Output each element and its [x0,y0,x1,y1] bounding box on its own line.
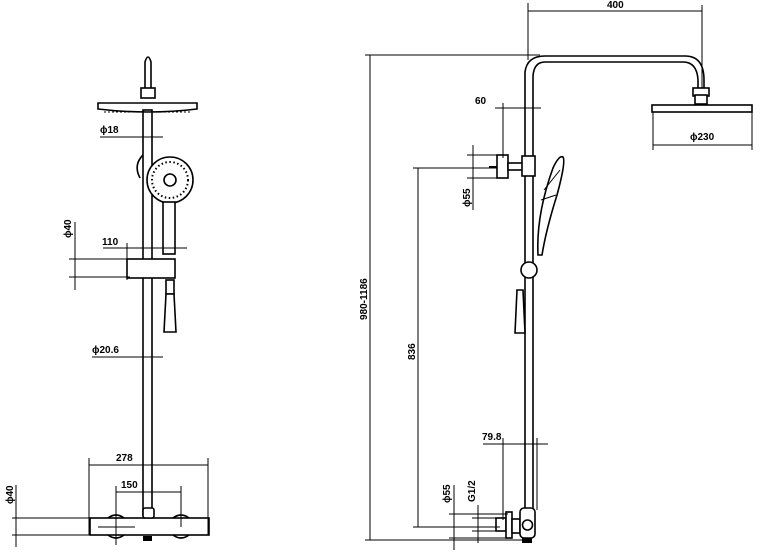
outlet-nut [143,536,152,541]
dim-valve-diameter: ϕ40 [5,485,16,504]
slider-knob [520,261,538,279]
wall-bracket-arm [507,162,524,171]
dim-bracket-diameter: ϕ40 [63,219,74,238]
overhead-arm-inner [532,61,699,520]
outlet-nut [522,538,532,543]
dim-valve-projection: 79.8 [482,432,502,443]
hand-shower-handle [162,201,176,255]
side-view: 400 ϕ230 60 ϕ55 980-1186 836 79.8 ϕ55 G1… [359,0,753,550]
dim-head-diameter: ϕ230 [690,132,715,143]
dim-inlet-thread: G1/2 [467,480,478,502]
dim-escutcheon-diameter: ϕ55 [442,484,453,503]
wall-bracket-plate [496,154,509,179]
hand-shower-face [146,156,194,204]
front-view: ϕ18 ϕ40 110 ϕ20.6 278 150 ϕ40 [5,56,210,547]
slider-bracket [126,258,176,279]
dim-rail-diameter: ϕ20.6 [92,345,119,356]
head-collar [140,87,156,99]
dim-total-height: 980-1186 [359,278,370,320]
hose-cone [163,293,177,333]
hose-cone [514,289,526,334]
top-arm [144,56,152,90]
hand-shower [536,155,565,256]
dim-wall-bracket-diameter: ϕ55 [462,188,473,207]
rail-clamp [521,155,536,177]
overhead-arm-outer [524,55,705,520]
dim-inlet-centers: 150 [121,480,138,491]
holder-clip [136,154,144,179]
valve-knob [521,519,534,531]
hose-connector [165,279,175,295]
inlet-nut [511,518,521,534]
rail-connector [142,507,155,519]
dim-arm-diameter: ϕ18 [100,125,119,136]
dim-arm-reach: 400 [607,0,624,11]
rain-shower-head [651,104,753,113]
dim-valve-width: 278 [116,453,133,464]
hand-shower-center [163,173,177,187]
dim-bracket-height: 836 [407,343,418,360]
inlet-pipe [495,517,507,532]
head-collar [694,94,708,105]
dim-wall-bracket-offset: 60 [475,96,487,107]
escutcheon [505,511,513,539]
dim-bracket-projection: 110 [102,237,119,248]
